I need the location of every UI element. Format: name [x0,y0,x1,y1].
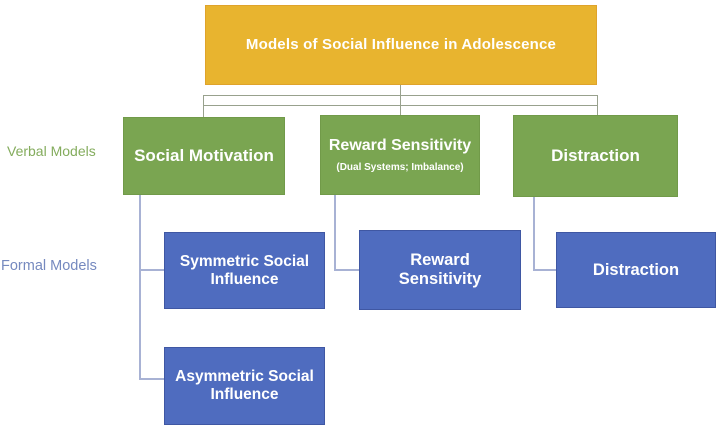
formal-box-label: Asymmetric Social Influence [175,368,314,403]
connector-to-distraction-formal [533,269,556,271]
title-box: Models of Social Influence in Adolescenc… [205,5,597,85]
row-label-formal-models: Formal Models [1,258,97,274]
formal-box-label: Reward Sensitivity [398,251,482,288]
formal-box-reward-sensitivity: Reward Sensitivity [359,230,521,310]
formal-box-label: Symmetric Social Influence [179,252,310,288]
verbal-box-distraction: Distraction [513,115,678,197]
connector-to-reward-formal [334,269,359,271]
title-label: Models of Social Influence in Adolescenc… [245,36,557,54]
connector-title-vertical [400,85,401,117]
connector-drop-social-motivation [203,95,204,117]
connector-reward-down [334,195,336,271]
verbal-box-sublabel: (Dual Systems; Imbalance) [336,161,464,173]
formal-box-symmetric-social-influence: Symmetric Social Influence [164,232,325,309]
row-label-verbal-models: Verbal Models [7,143,96,159]
connector-top-bus-lower [203,105,598,106]
connector-social-motivation-down [139,195,141,380]
connector-drop-distraction [597,95,598,115]
connector-distraction-down [533,197,535,271]
verbal-box-social-motivation: Social Motivation [123,117,285,195]
connector-top-bus-upper [203,95,598,96]
formal-box-distraction: Distraction [556,232,716,308]
formal-box-label: Distraction [592,260,680,279]
formal-box-asymmetric-social-influence: Asymmetric Social Influence [164,347,325,425]
connector-to-asymmetric [139,378,164,380]
connector-to-symmetric [139,269,164,271]
verbal-box-label: Distraction [551,146,640,166]
verbal-box-label: Reward Sensitivity [328,136,472,154]
verbal-box-reward-sensitivity: Reward Sensitivity (Dual Systems; Imbala… [320,115,480,195]
verbal-box-label: Social Motivation [134,146,274,166]
